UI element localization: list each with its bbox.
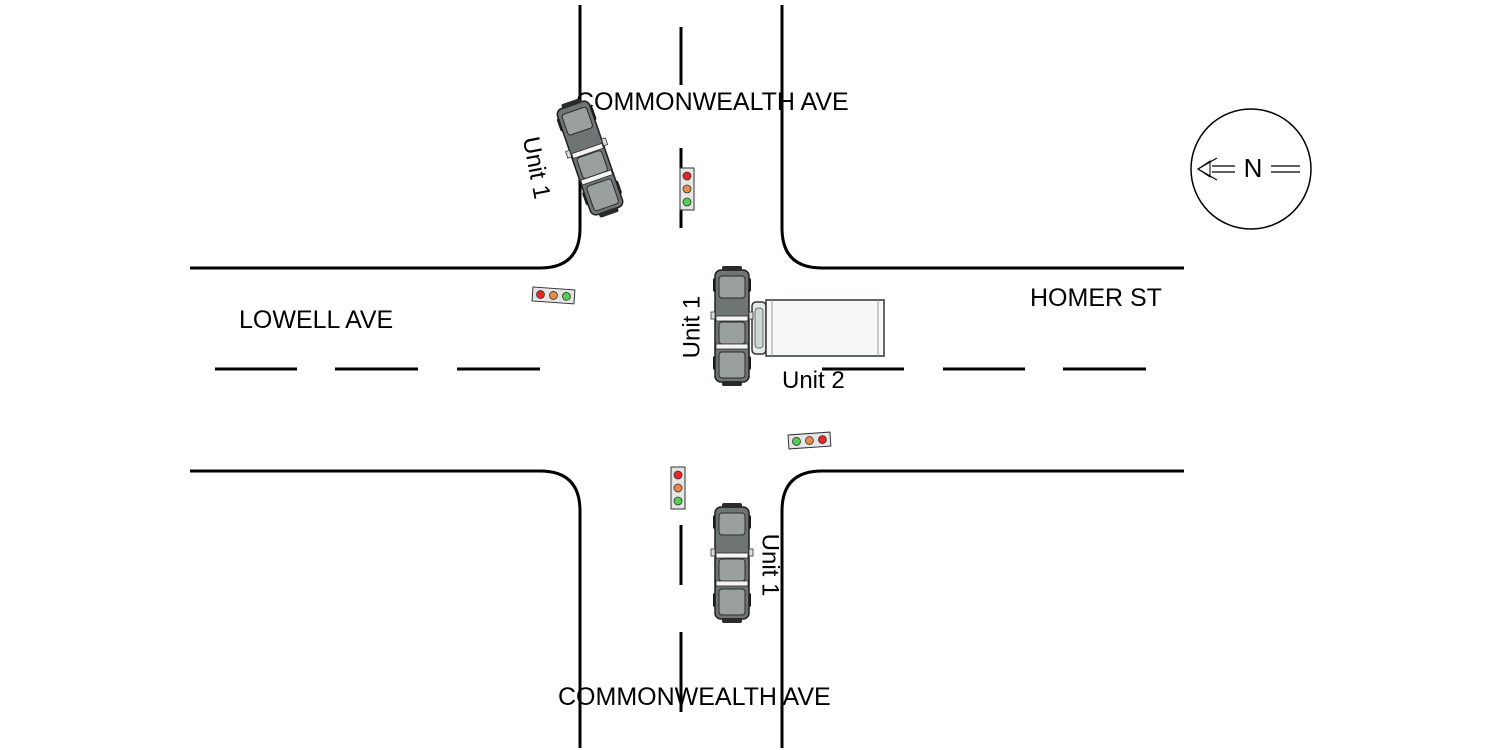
road-edge-ne	[780, 5, 1184, 270]
unit2-box-truck	[751, 299, 885, 357]
road-edge-nw	[190, 5, 582, 270]
traffic-signal-east	[787, 431, 832, 450]
unit1-label-center: Unit 1	[678, 296, 705, 359]
truck-cargo-box	[765, 299, 885, 357]
signal-amber-light	[682, 184, 692, 194]
signal-green-light	[562, 291, 571, 301]
signal-amber-light	[805, 436, 814, 445]
unit1-pickup-south	[710, 502, 754, 624]
signal-red-light	[682, 171, 692, 181]
north-compass: N	[1190, 108, 1312, 230]
unit1-pickup-center	[710, 265, 754, 387]
unit1-label-north: Unit 1	[517, 134, 555, 201]
traffic-signal-west	[531, 286, 576, 305]
traffic-signal-south	[670, 466, 686, 510]
street-label-east: HOMER ST	[1030, 284, 1162, 312]
road-edge-sw	[190, 469, 582, 748]
north-arrowhead-icon	[1197, 160, 1211, 178]
signal-green-light	[682, 197, 692, 207]
unit2-label: Unit 2	[782, 367, 845, 394]
truck-windshield	[754, 307, 764, 349]
traffic-signal-north	[679, 167, 695, 211]
signal-red-light	[536, 290, 545, 299]
signal-red-light	[818, 435, 827, 445]
street-label-south: COMMONWEALTH AVE	[558, 683, 831, 711]
signal-red-light	[673, 470, 683, 480]
signal-green-light	[673, 496, 683, 506]
compass-circle	[1190, 108, 1312, 230]
unit1-label-south: Unit 1	[757, 534, 784, 597]
street-label-north: COMMONWEALTH AVE	[576, 88, 849, 116]
road-network	[190, 5, 1184, 748]
compass-north-letter: N	[1244, 153, 1263, 183]
signal-amber-light	[549, 291, 558, 300]
road-edge-se	[780, 469, 1184, 748]
signal-amber-light	[673, 483, 683, 493]
signal-green-light	[792, 437, 801, 446]
street-label-west: LOWELL AVE	[239, 306, 393, 334]
